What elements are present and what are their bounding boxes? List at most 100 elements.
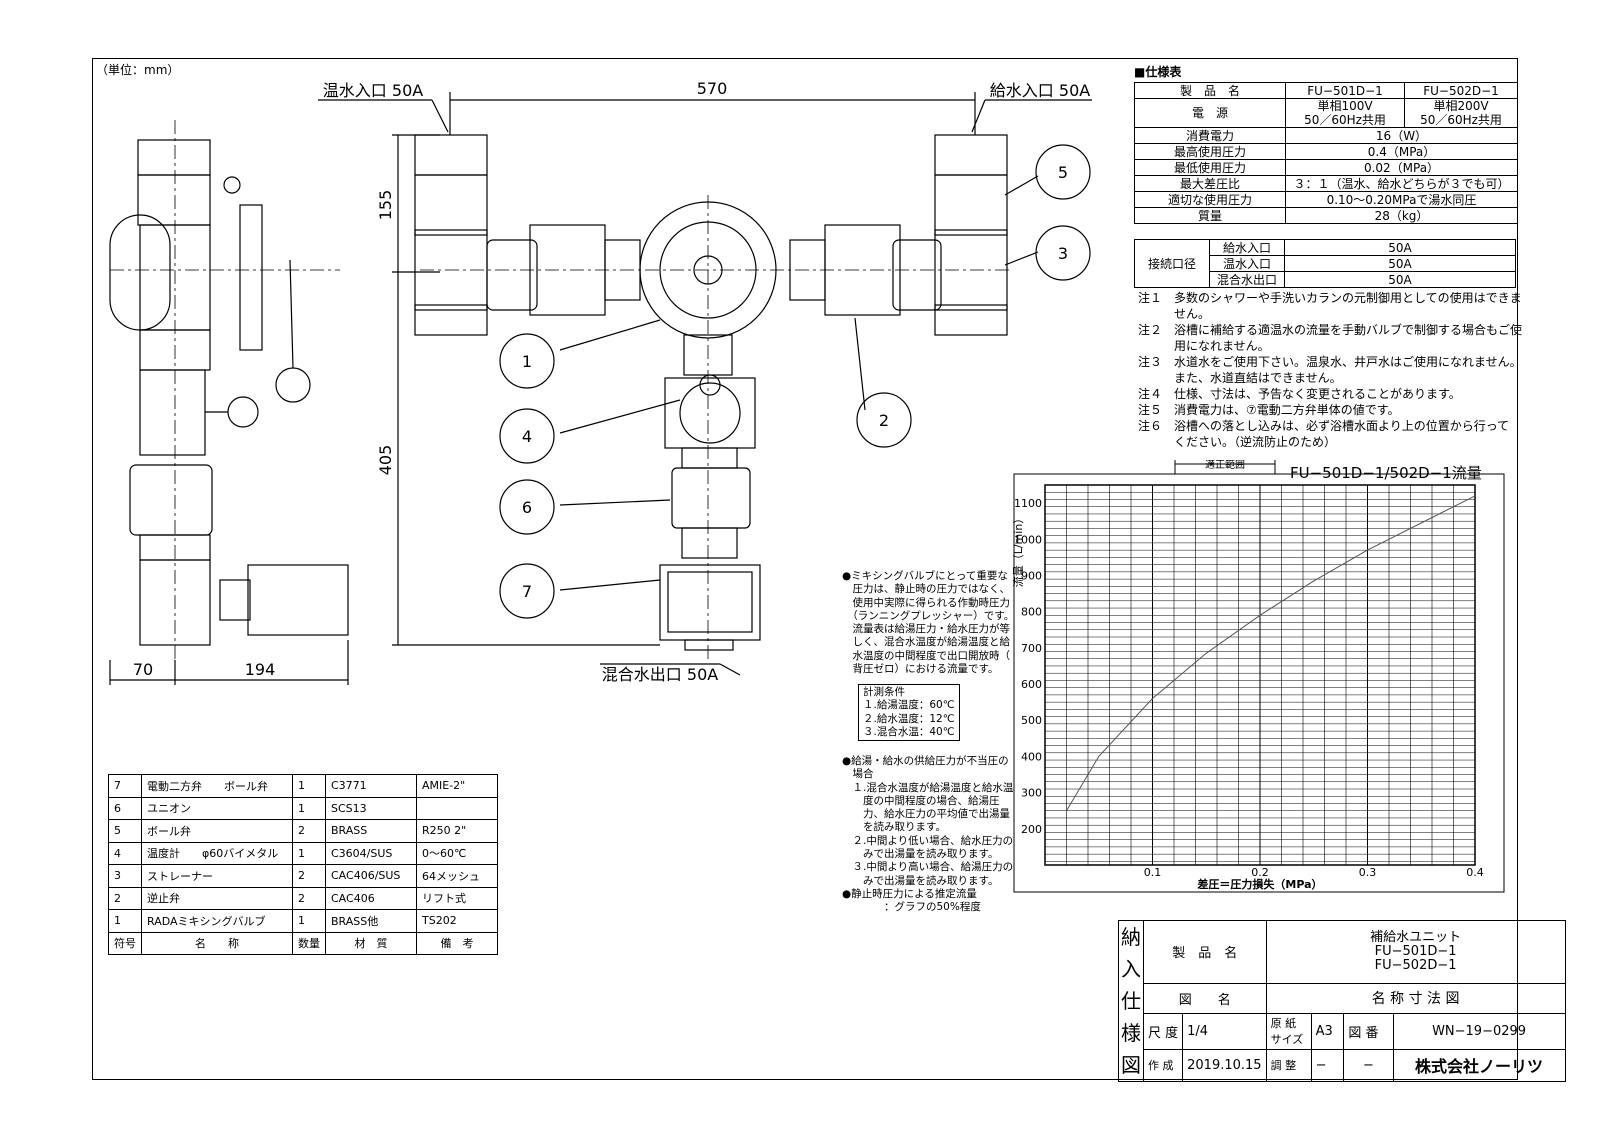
balloon-6: 6: [522, 498, 532, 517]
x-tick-label: 0.2: [1251, 866, 1269, 879]
note-line: 注３ 水道水をご使用下さい。温泉水、井戸水はご使用になれません。: [1138, 355, 1522, 369]
spec-conn-name: 給水入口: [1209, 239, 1285, 256]
part-no: 1: [108, 909, 142, 933]
x-axis-label: 差圧＝圧力損失（MPa）: [1197, 877, 1322, 891]
y-tick-label: 400: [1021, 750, 1042, 763]
part-name: RADAミキシングバルブ: [141, 909, 293, 933]
tb-drawing-label: 図 名: [1143, 982, 1267, 1014]
flow-curve: [1066, 495, 1476, 811]
supply-line: 力、給水圧力の平均値で出湯量: [842, 808, 1010, 821]
x-tick-label: 0.3: [1359, 866, 1377, 879]
spec-power-1a: 単相100V: [1317, 99, 1373, 113]
spec-row-label: 消費電力: [1134, 127, 1286, 144]
spec-conn-name: 温水入口: [1209, 255, 1285, 272]
spec-power-label: 電 源: [1134, 98, 1286, 128]
spec-row-value: 0.02（MPa）: [1285, 159, 1518, 176]
part-material: C3604/SUS: [325, 841, 417, 865]
note-line: 注５ 消費電力は、⑦電動二方弁単体の値です。: [1138, 403, 1400, 417]
tb-paper-label: 原 紙 サイズ: [1265, 1012, 1312, 1050]
x-tick-label: 0.1: [1144, 866, 1162, 879]
supply-line: ：グラフの50%程度: [842, 901, 981, 914]
dim-70: 70: [133, 660, 153, 679]
spec-row-value: 0.10〜0.20MPaで湯水同圧: [1285, 191, 1518, 208]
parts-header: 材 質: [325, 931, 417, 955]
part-material: BRASS他: [325, 909, 417, 933]
chart-outer-frame: [1013, 473, 1505, 893]
note-line: ください。（逆流防止のため）: [1138, 435, 1337, 449]
part-material: C3771: [325, 774, 417, 798]
note-line: 注２ 浴槽に補給する適温水の流量を手動バルブで制御する場合もご使: [1138, 323, 1523, 337]
dim-570: 570: [697, 79, 728, 98]
drawing-frame: [92, 58, 1518, 1080]
part-name: 電動二方弁 ボール弁: [141, 774, 293, 798]
dim-155: 155: [376, 190, 395, 221]
spec-conn-size: 50A: [1284, 271, 1516, 288]
side-char: 図: [1121, 1053, 1141, 1077]
part-remark: TS202: [416, 909, 498, 933]
part-qty: 1: [292, 796, 326, 820]
cond-line: （ランニングプレッシャー）です。: [842, 609, 1015, 622]
balloon-5: 5: [1058, 163, 1068, 182]
balloon-3: 3: [1058, 244, 1068, 263]
spec-power-2b: 50／60Hz共用: [1420, 113, 1502, 127]
spec-row-value: 16（W）: [1285, 127, 1518, 144]
supply-line: みで出湯量を読み取ります。: [842, 874, 999, 887]
part-no: 7: [108, 774, 142, 798]
y-tick-label: 1100: [1014, 497, 1042, 510]
tb-product-label: 製 品 名: [1143, 920, 1267, 984]
note-line: せん。: [1138, 307, 1211, 321]
part-name: 逆止弁: [141, 886, 293, 910]
tb-paper: A3: [1310, 1012, 1345, 1050]
spec-power-1b: 50／60Hz共用: [1304, 113, 1386, 127]
part-qty: 1: [292, 909, 326, 933]
cond-line: 水温度の中間程度で出口開放時（: [842, 649, 1010, 662]
balloon-4: 4: [522, 427, 532, 446]
y-tick-label: 300: [1021, 787, 1042, 800]
supply-line: 度の中間程度の場合、給湯圧: [842, 794, 1000, 807]
flow-chart: 適正範囲 200300400500600700800900100011000.1…: [1011, 460, 1505, 893]
tb-product-model: FU−501D−1: [1374, 943, 1457, 959]
spec-power-2a: 単相200V: [1433, 99, 1489, 113]
part-qty: 2: [292, 819, 326, 843]
supply-line: を読み取ります。: [842, 821, 946, 834]
spec-row-label: 適切な使用圧力: [1134, 191, 1286, 208]
part-remark: R250 2": [416, 819, 498, 843]
part-no: 5: [108, 819, 142, 843]
spec-title: ■仕様表: [1134, 65, 1182, 79]
parts-header: 名 称: [141, 931, 293, 955]
y-tick-label: 200: [1021, 823, 1042, 836]
note-line: 注４ 仕様、寸法は、予告なく変更されることがあります。: [1138, 387, 1461, 401]
parts-header: 数量: [292, 931, 326, 955]
side-char: 仕: [1121, 989, 1141, 1013]
part-no: 6: [108, 796, 142, 820]
spec-row-label: 質量: [1134, 207, 1286, 224]
supply-line: ●静止時圧力による推定流量: [842, 887, 977, 900]
part-material: CAC406: [325, 886, 417, 910]
tb-adj2: −: [1343, 1048, 1394, 1083]
dim-405: 405: [376, 445, 395, 476]
spec-row-value: 28（kg）: [1285, 207, 1518, 224]
range-label: 適正範囲: [1205, 460, 1245, 471]
title-block: 納 入 仕 様 図 製 品 名 補給水ユニット FU−501D−1 FU−502…: [1118, 920, 1566, 1083]
part-qty: 2: [292, 864, 326, 888]
cond-line: 圧力は、静止時の圧力ではなく、: [842, 583, 1010, 596]
spec-model-1: FU−501D−1: [1285, 82, 1405, 99]
spec-conn-size: 50A: [1284, 239, 1516, 256]
note-line: 注１ 多数のシャワーや手洗いカランの元制御用としての使用はできま: [1138, 291, 1522, 305]
unit-note: （単位：mm）: [96, 63, 180, 77]
tb-drawing-number: WN−19−0299: [1392, 1012, 1566, 1050]
side-char: 様: [1121, 1021, 1141, 1045]
measure-line: １.給湯温度：60℃: [863, 699, 955, 712]
supply-line: １.混合水温度が給湯温度と給水温: [842, 781, 1014, 794]
tb-product-model: FU−502D−1: [1374, 957, 1457, 973]
chart-title: FU−501D−1/502D−1流量: [1290, 464, 1482, 482]
cond-line: 背圧ゼロ）における流量です。: [842, 663, 999, 676]
spec-model-2: FU−502D−1: [1404, 82, 1518, 99]
cond-line: ●ミキシングバルブにとって重要な: [842, 570, 1008, 582]
conditions-text: ●ミキシングバルブにとって重要な 圧力は、静止時の圧力ではなく、 使用中実際に得…: [842, 570, 1014, 676]
cold-inlet-label: 給水入口 50A: [990, 81, 1090, 100]
balloon-7: 7: [522, 582, 532, 601]
part-qty: 1: [292, 774, 326, 798]
spec-row-label: 最大差圧比: [1134, 175, 1286, 192]
